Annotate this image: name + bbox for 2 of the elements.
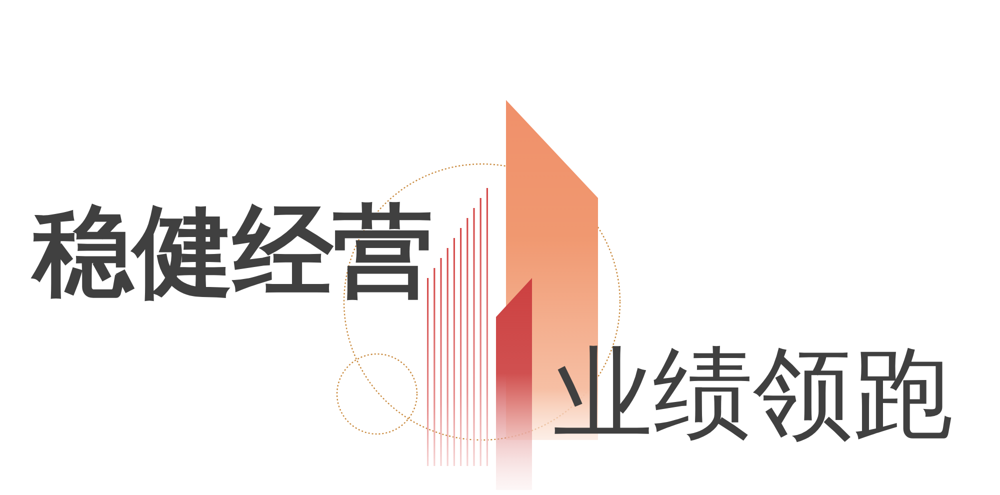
subheadline-text: 业绩领跑 xyxy=(553,344,953,444)
headline-text: 稳健经营 xyxy=(33,202,433,302)
